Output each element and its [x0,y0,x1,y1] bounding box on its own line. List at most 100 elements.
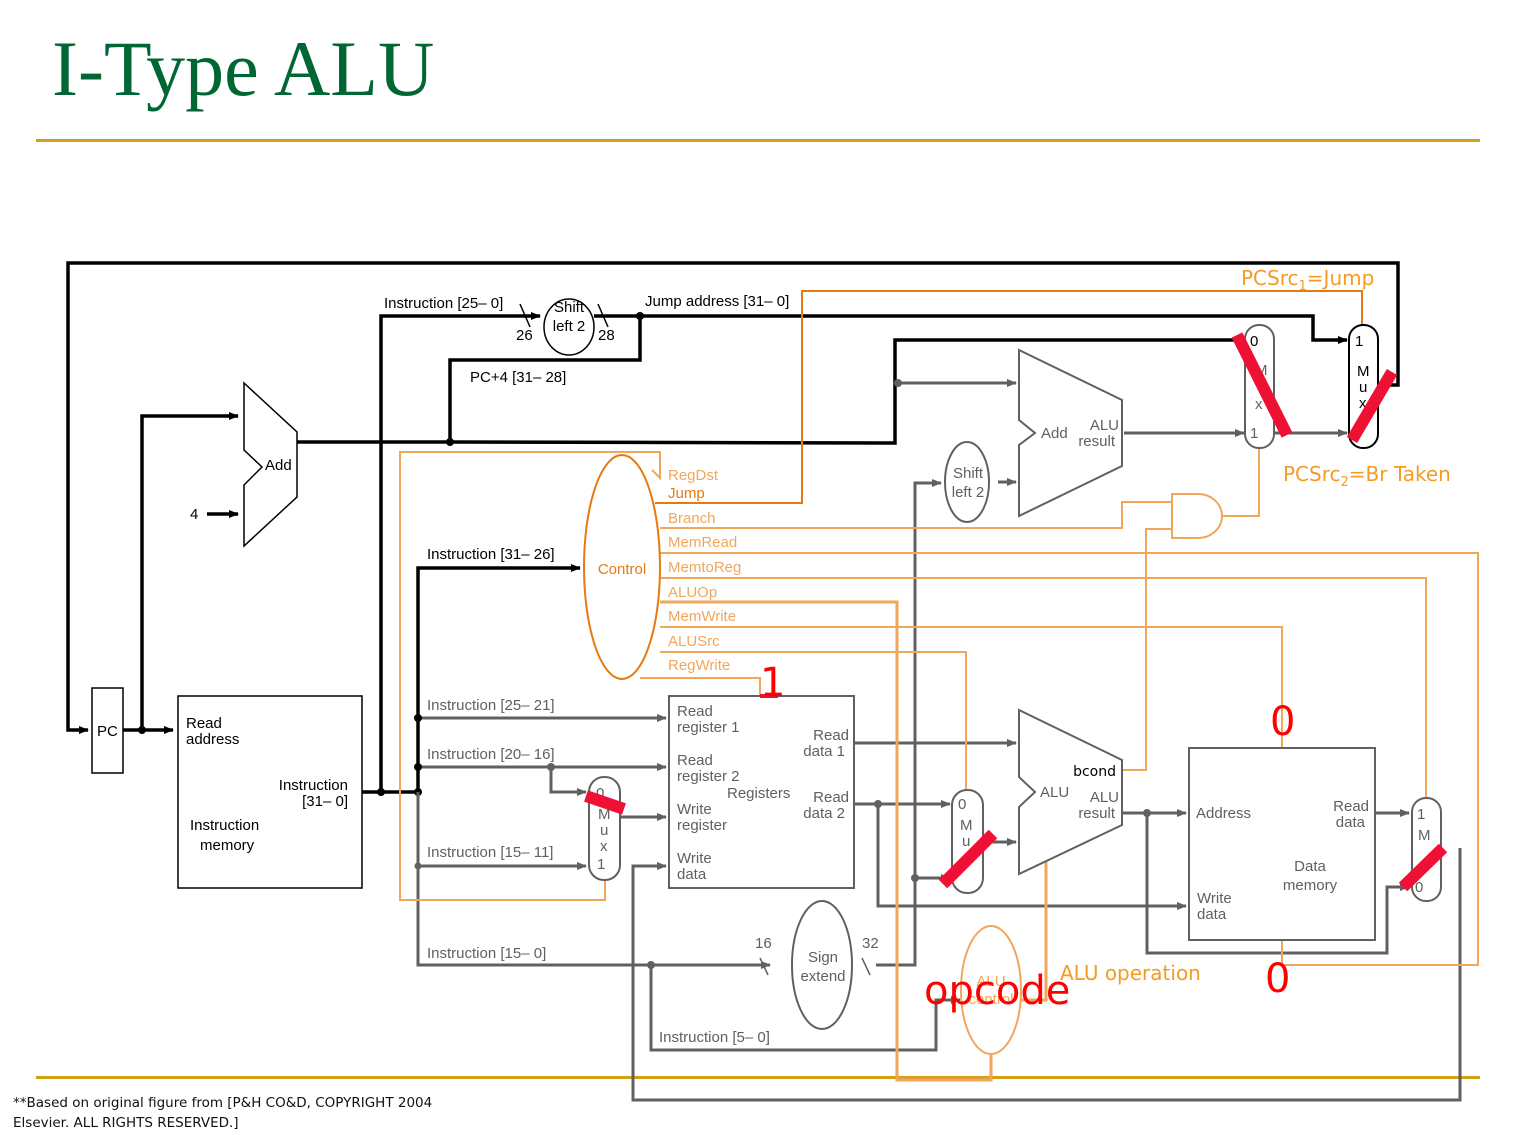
svg-text:Address: Address [1196,805,1251,822]
jump-width-out: 28 [598,327,615,344]
alu-result-2: result [1078,805,1116,822]
pcsrc2-label: PCSrc2=Br Taken [1283,462,1451,490]
instr-rs-label: Instruction [25– 21] [427,697,555,714]
signal-jump: Jump [668,485,705,502]
alu-control-label-2: control [968,991,1013,1008]
svg-text:x: x [1359,395,1367,412]
aluop-annotation: opcode [924,968,1070,1014]
signal-memread: MemRead [668,534,737,551]
svg-text:x: x [1255,396,1263,413]
svg-text:Read: Read [813,727,849,744]
footnote-line-2: Elsevier. ALL RIGHTS RESERVED.] [13,1115,239,1131]
signal-alusrc: ALUSrc [668,633,720,650]
signal-memwrite: MemWrite [668,608,736,625]
data-memory [1188,747,1376,941]
memtoreg-mux: 1 M 0 [1398,797,1448,902]
signal-regdst: RegDst [668,467,719,484]
pc-label: PC [97,723,118,740]
svg-text:data: data [1336,814,1366,831]
alu-control-label-1: ALU [976,973,1005,990]
alusrc-mux: 0 M u [938,789,998,894]
branch-shift-left [944,441,990,523]
svg-text:Read: Read [677,703,713,720]
sign-extend-width-in: 16 [755,935,772,952]
gray-wires [414,379,1462,1102]
instruction-memory [177,695,363,889]
im-name-2: memory [200,837,255,854]
alu-label: ALU [1040,784,1069,801]
jump-shift-left [543,298,595,356]
memread-annotation: 0 [1265,956,1290,1002]
alu-control [960,925,1022,1055]
svg-text:Data: Data [1294,858,1326,875]
svg-text:0: 0 [1415,879,1423,896]
signal-memtoreg: MemtoReg [668,559,741,576]
mux-disabled-mark [584,790,626,815]
instr-rt-label: Instruction [20– 16] [427,746,555,763]
and-gate [1171,493,1223,539]
pc-adder-label: Add [265,457,292,474]
jump-width-in: 26 [516,327,533,344]
mux-disabled-mark [1398,843,1448,892]
mux-disabled-mark [938,829,998,889]
svg-text:Write: Write [677,801,712,818]
footnote-line-1: **Based on original figure from [P&H CO&… [13,1095,433,1111]
pc4-bits-label: PC+4 [31– 28] [470,369,566,386]
data-memory-labels: Address Read data Write data Data memory [1196,798,1369,923]
sign-extend-width-out: 32 [862,935,879,952]
jump-mux: 1 M u x [1346,324,1398,449]
memwrite-annotation: 0 [1270,699,1295,745]
control-input-label: Instruction [31– 26] [427,546,555,563]
register-file [668,695,855,889]
branch-adder-label: Add [1041,425,1068,442]
sign-extend-label-2: extend [800,968,845,985]
svg-text:Write: Write [677,850,712,867]
regwrite-annotation: 1 [760,660,785,706]
mux-disabled-mark [1231,332,1293,438]
svg-text:M: M [598,806,611,823]
alu-operation-label: ALU operation [1060,961,1201,985]
svg-text:Read: Read [813,789,849,806]
branch-shift-label-1: Shift [953,465,984,482]
signal-branch: Branch [668,510,716,527]
sign-extend-label-1: Sign [808,949,838,966]
slide-title: I-Type ALU [52,25,435,112]
pcsrc1-label: PCSrc1=Jump [1241,266,1374,294]
alu-bcond-label: bcond [1073,764,1116,780]
register-file-labels: Read register 1 Read register 2 Write re… [677,703,849,883]
jump-address-label: Jump address [31– 0] [645,293,789,310]
branch-adder-result-1: ALU [1090,417,1119,434]
svg-text:Read: Read [1333,798,1369,815]
footer-rule [36,1076,1480,1079]
im-instruction-bits: [31– 0] [302,793,348,810]
svg-text:u: u [600,822,608,839]
svg-text:register 2: register 2 [677,768,740,785]
control-label: Control [598,561,646,578]
svg-text:1: 1 [1355,333,1363,350]
svg-text:data 1: data 1 [803,743,845,760]
branch-shift-label-2: left 2 [952,484,985,501]
control-unit [583,454,661,680]
svg-text:M: M [1418,827,1431,844]
control-wires [399,290,1479,1082]
svg-text:u: u [1359,379,1367,396]
im-instruction-label: Instruction [279,777,348,794]
svg-text:memory: memory [1283,877,1338,894]
main-alu [1018,708,1123,876]
svg-text:data 2: data 2 [803,805,845,822]
svg-text:1: 1 [1417,806,1425,823]
control-signals: RegDst Jump Branch MemRead MemtoReg ALUO… [668,467,741,674]
svg-text:x: x [600,838,608,855]
im-read-address-label: Read [186,715,222,732]
sign-extend [791,900,853,1030]
regdst-mux: 0 M u x 1 [584,776,626,881]
alu-result-1: ALU [1090,789,1119,806]
signal-regwrite: RegWrite [668,657,730,674]
svg-text:register 1: register 1 [677,719,740,736]
branch-mux: 0 M x 1 [1231,324,1293,449]
svg-text:0: 0 [1250,333,1258,350]
title-rule [36,139,1480,142]
branch-adder [1018,348,1123,518]
im-name-1: Instruction [190,817,259,834]
